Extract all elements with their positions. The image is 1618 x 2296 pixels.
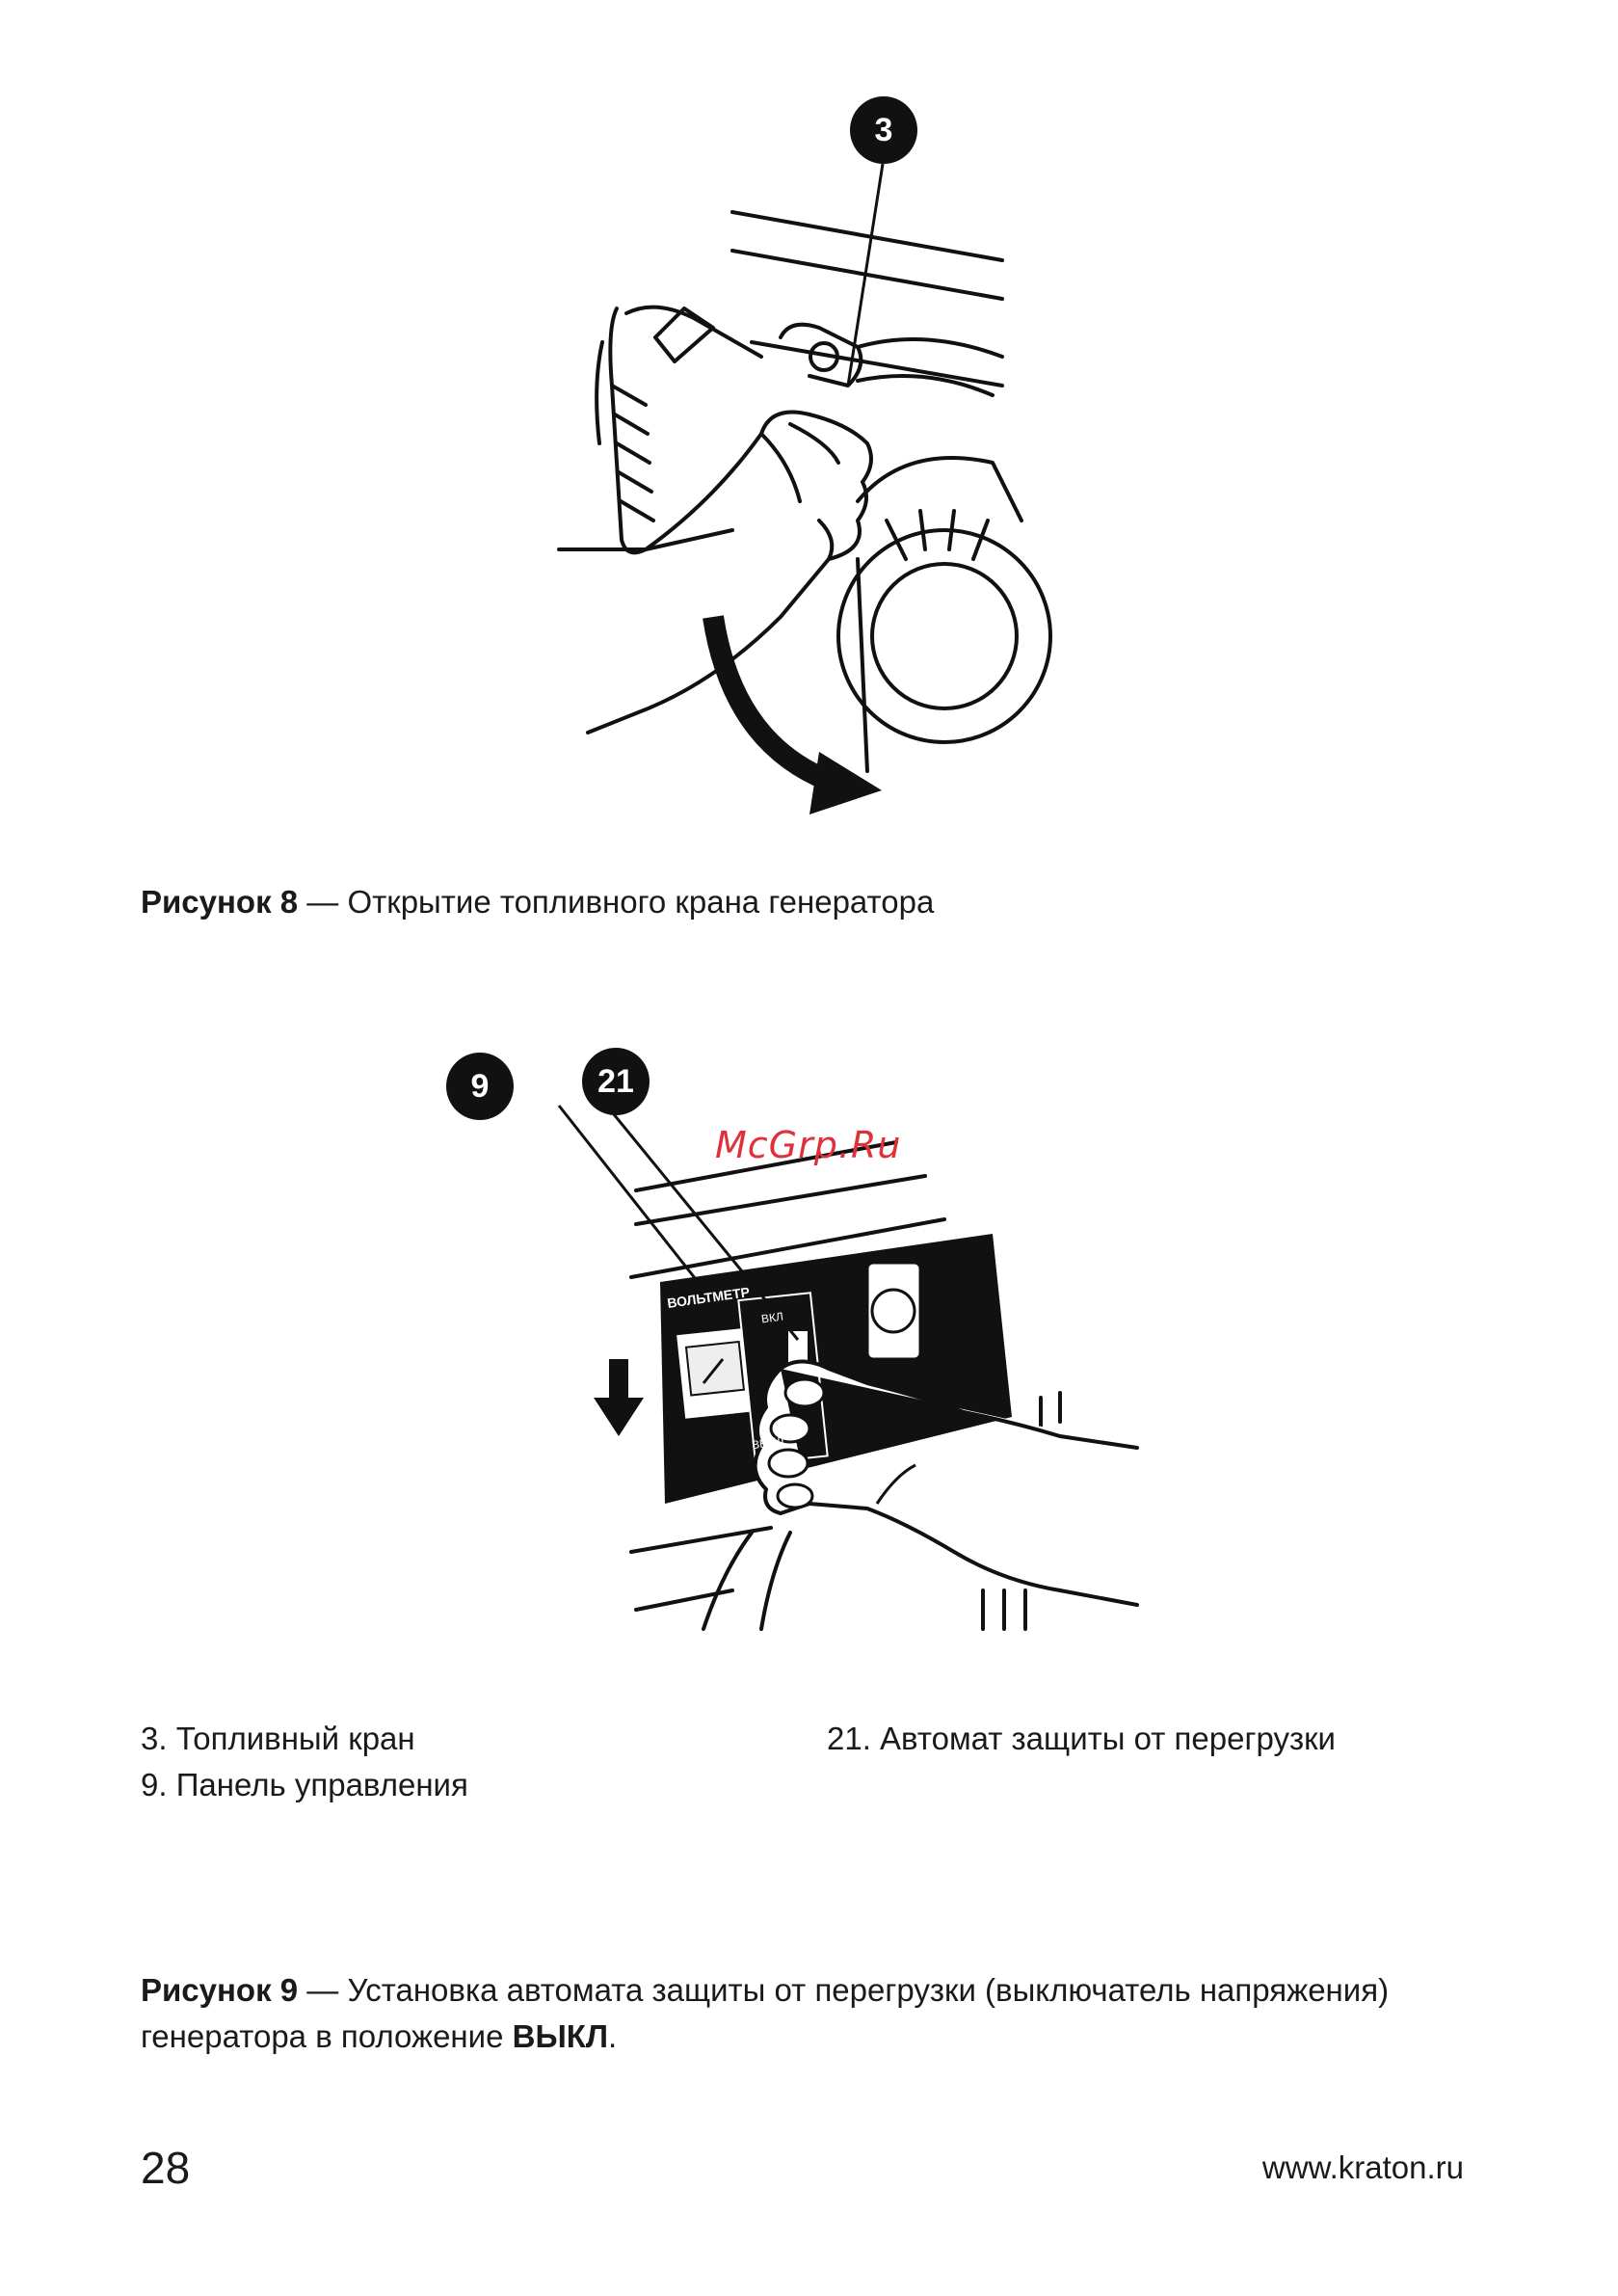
figure-9-caption-line-2-end: . — [608, 2018, 617, 2054]
figure-9-caption: Рисунок 9 — Установка автомата защиты от… — [141, 1967, 1509, 2060]
watermark: McGrp.Ru — [715, 1124, 901, 1166]
figure-9-caption-label: Рисунок 9 — [141, 1972, 298, 2008]
legend-item-21: 21. Автомат защиты от перегрузки — [827, 1716, 1336, 1762]
website-link[interactable]: www.kraton.ru — [1262, 2149, 1464, 2186]
fuel-tap-illustration — [540, 96, 1041, 810]
figure-8-caption-text: — Открытие топливного крана генератора — [298, 884, 934, 920]
callout-9: 9 — [446, 1053, 514, 1120]
figure-8-caption-label: Рисунок 8 — [141, 884, 298, 920]
figure-9-caption-line-2-start: генератора в положение — [141, 2018, 513, 2054]
legend-item-9: 9. Панель управления — [141, 1762, 468, 1808]
figure-9-caption-off-state: ВЫКЛ — [513, 2018, 608, 2054]
page-number: 28 — [141, 2142, 190, 2194]
figure-9-caption-line-1: Рисунок 9 — Установка автомата защиты от… — [141, 1967, 1509, 2014]
figure-9: ВОЛЬТМЕТР ВКЛ ВЫКЛ McGrp.Ru — [559, 1051, 1176, 1629]
figure-8: 3 — [540, 96, 1041, 810]
callout-3: 3 — [850, 96, 917, 164]
figure-9-caption-text: — Установка автомата защиты от перегрузк… — [298, 1972, 1389, 2008]
figure-9-caption-line-2: генератора в положение ВЫКЛ. — [141, 2014, 1509, 2060]
figure-8-caption: Рисунок 8 — Открытие топливного крана ге… — [141, 879, 1490, 925]
legend-item-3: 3. Топливный кран — [141, 1716, 415, 1762]
callout-21: 21 — [582, 1048, 650, 1115]
